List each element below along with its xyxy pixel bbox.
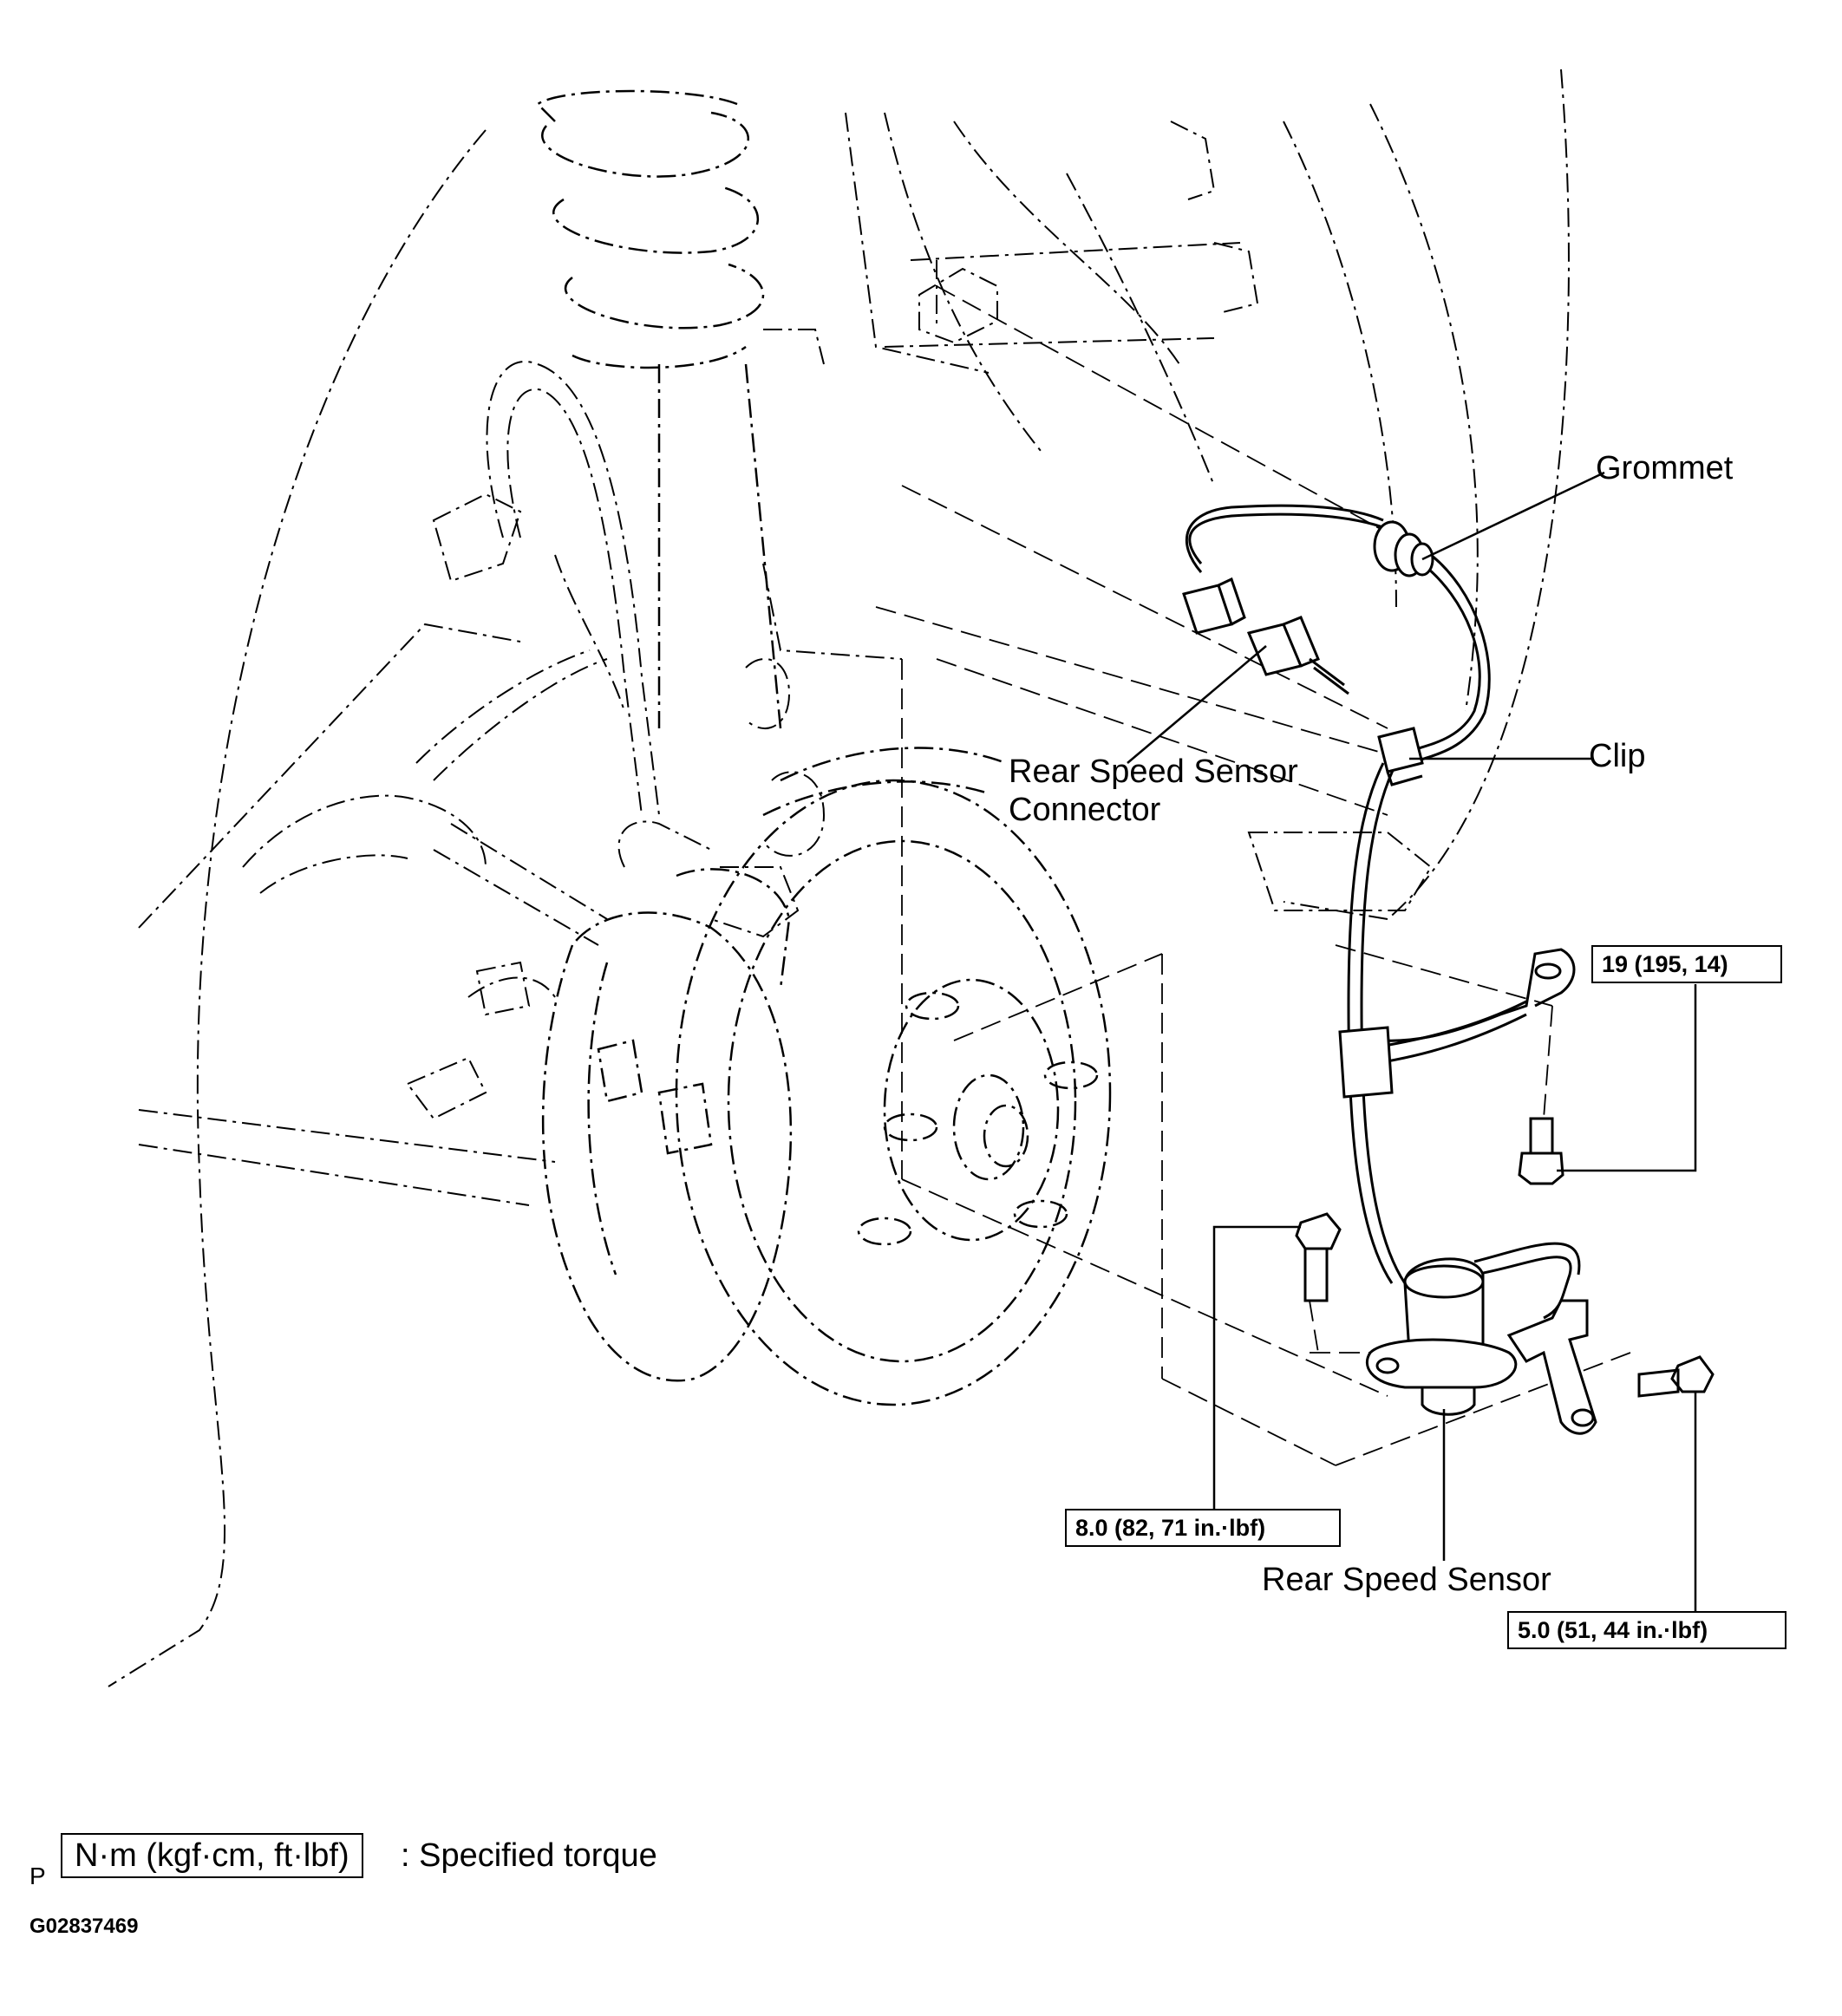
- legend-description: : Specified torque: [401, 1837, 657, 1874]
- legend-unit-box: N·m (kgf·cm, ft·lbf): [61, 1833, 363, 1878]
- leader-lines: [1127, 471, 1697, 1613]
- grommet-label: Grommet: [1596, 450, 1734, 486]
- bolt-sensor: [1637, 1355, 1715, 1398]
- clip: [1377, 727, 1424, 786]
- torque-bracket-bolt: 19 (195, 14): [1591, 945, 1782, 983]
- brake-caliper: [541, 868, 793, 1382]
- torque-sensor-bolt: 5.0 (51, 44 in.·lbf): [1507, 1611, 1786, 1649]
- brake-disc: [675, 747, 1112, 1406]
- harness-bracket: [1338, 948, 1576, 1099]
- sensor-harness: [1186, 504, 1581, 1320]
- brake-hose: [415, 361, 660, 816]
- phantom-lines: [875, 285, 1631, 1466]
- coil-spring: [536, 89, 782, 729]
- bolt-harness: [1295, 1212, 1342, 1302]
- connector-label-line1: Rear Speed Sensor: [1009, 754, 1298, 790]
- bolt-bracket: [1518, 1117, 1564, 1185]
- wheel-well-outline: [108, 69, 1570, 1687]
- grommet: [1373, 520, 1434, 577]
- connector-label-line2: Connector: [1009, 792, 1161, 828]
- rear-speed-sensor: [1365, 1257, 1597, 1435]
- clip-label: Clip: [1589, 738, 1646, 774]
- figure-id: G02837469: [29, 1915, 139, 1938]
- sensor-label: Rear Speed Sensor: [1262, 1562, 1551, 1598]
- connector-pair: [1182, 577, 1349, 695]
- torque-harness-bolt: 8.0 (82, 71 in.·lbf): [1065, 1509, 1341, 1547]
- knuckle-and-arm: [242, 658, 826, 1120]
- legend-marker: P: [29, 1863, 46, 1889]
